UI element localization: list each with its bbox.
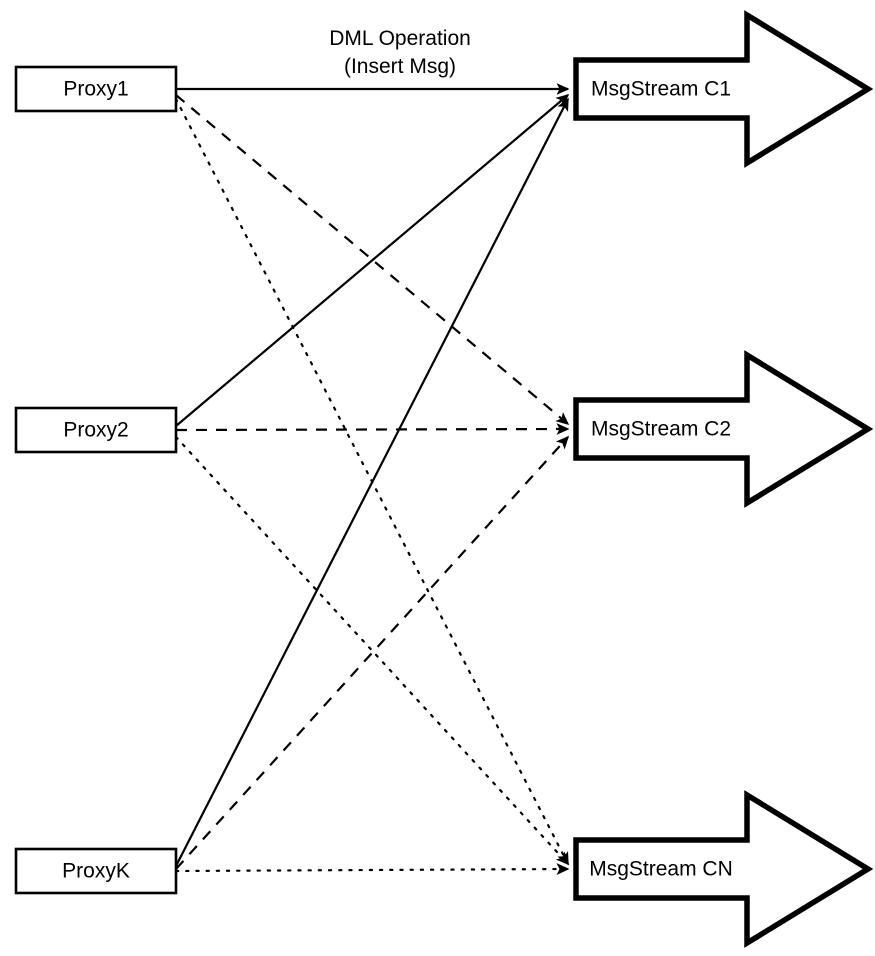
connector-proxyk-to-c2[interactable] (175, 435, 570, 870)
proxy-node-proxyk[interactable]: ProxyK (14, 847, 178, 895)
connector-proxy2-to-cn[interactable] (174, 435, 570, 866)
msgstream-nodes-group: MsgStream C1 MsgStream C2 MsgStream CN (573, 10, 874, 948)
msgstream-c1-label: MsgStream C1 (591, 78, 731, 101)
msgstream-cn-label: MsgStream CN (589, 858, 733, 881)
msgstream-c1-block-arrow-icon[interactable] (573, 10, 874, 168)
connector-proxy1-to-c2[interactable] (175, 94, 570, 425)
proxy2-box[interactable] (14, 406, 178, 454)
msgstream-node-c2[interactable]: MsgStream C2 (573, 350, 874, 508)
msgstream-c2-block-arrow-icon[interactable] (573, 350, 874, 508)
proxy-node-proxy1[interactable]: Proxy1 (14, 65, 178, 113)
proxy-nodes-group: Proxy1 Proxy2 ProxyK (14, 65, 178, 895)
msgstream-node-c1[interactable]: MsgStream C1 (573, 10, 874, 168)
msgstream-c2-label: MsgStream C2 (591, 418, 731, 441)
edge-label-line-2: (Insert Msg) (344, 55, 456, 78)
proxy1-box[interactable] (14, 65, 178, 113)
connector-group (174, 83, 570, 875)
proxy1-label: Proxy1 (63, 78, 128, 101)
proxyk-label: ProxyK (62, 860, 130, 883)
connector-proxy2-to-c1[interactable] (175, 94, 570, 427)
connector-proxyk-to-c1[interactable] (175, 97, 569, 867)
dml-operation-edge-label: DML Operation (Insert Msg) (329, 27, 471, 78)
connector-proxyk-to-cn[interactable] (174, 863, 570, 875)
edge-label-line-1: DML Operation (329, 27, 471, 50)
proxyk-box[interactable] (14, 847, 178, 895)
msgstream-cn-block-arrow-icon[interactable] (573, 790, 874, 948)
msgstream-node-cn[interactable]: MsgStream CN (573, 790, 874, 948)
proxy2-label: Proxy2 (63, 419, 128, 442)
connector-proxy2-to-c2[interactable] (175, 423, 570, 435)
proxy-node-proxy2[interactable]: Proxy2 (14, 406, 178, 454)
